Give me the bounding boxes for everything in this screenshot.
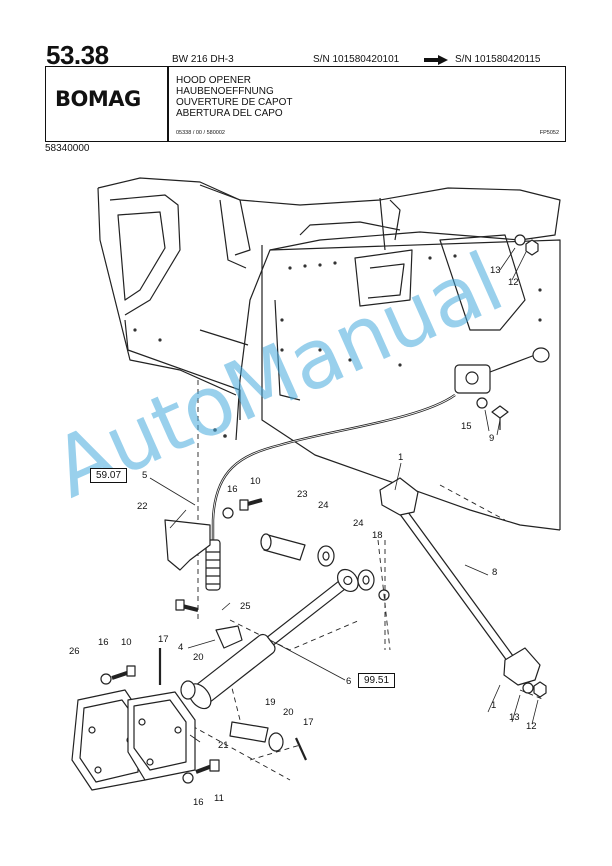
callout-label: 11 — [214, 793, 224, 804]
callout-label: 12 — [526, 721, 537, 732]
callout-label: 20 — [283, 707, 294, 718]
title-block-divider — [167, 67, 169, 141]
title-en: HOOD OPENER — [176, 75, 252, 86]
bracket-22 — [164, 519, 211, 571]
title-es: ABERTURA DEL CAPO — [176, 108, 283, 119]
callout-label: 17 — [158, 634, 169, 645]
drawing-reference: 05338 / 00 / 580002 — [176, 130, 225, 136]
page-number: 53.38 — [46, 40, 109, 70]
cable-fitting — [205, 539, 221, 591]
bolt-10a — [239, 498, 263, 511]
washer-20b — [268, 732, 284, 752]
bolt-10b — [111, 665, 136, 680]
clip-4 — [215, 625, 243, 649]
mounting-plate-21 — [127, 691, 196, 781]
callout-label: 13 — [509, 712, 520, 723]
washer-15 — [476, 397, 488, 409]
pin-19 — [229, 721, 269, 743]
callout-label: 4 — [178, 642, 184, 653]
nut-12a — [525, 239, 539, 256]
callout-label: 18 — [372, 530, 383, 541]
serial-from: S/N 101580420101 — [313, 54, 400, 65]
support-rod-8 — [379, 477, 541, 686]
callout-label: 13 — [490, 265, 501, 276]
callout-label: 16 — [98, 637, 109, 648]
reference-box-99-51[interactable]: 99.51 — [358, 673, 396, 688]
bolt-9 — [491, 405, 509, 430]
callout-label: 17 — [303, 717, 314, 728]
callout-label: 21 — [218, 740, 229, 751]
model-label: BW 216 DH-3 — [172, 54, 234, 65]
callout-label: 10 — [121, 637, 132, 648]
callout-label: 6 — [346, 676, 352, 687]
bolt-11 — [195, 759, 220, 774]
title-block: BOMAG HOOD OPENER HAUBENOEFFNUNG OUVERTU… — [45, 66, 566, 142]
machine-frame — [97, 177, 561, 531]
nut-12b — [533, 681, 547, 698]
part-number: 58340000 — [45, 143, 90, 154]
callout-label: 1 — [491, 700, 497, 711]
brand-logo: BOMAG — [55, 87, 141, 111]
callout-label: 24 — [318, 500, 329, 511]
callout-label: 22 — [137, 501, 148, 512]
callout-label: 5 — [142, 470, 148, 481]
washer-20a — [180, 680, 196, 700]
pin-23 — [260, 533, 306, 561]
washer-24b — [357, 569, 375, 591]
callout-label: 9 — [489, 433, 495, 444]
pull-handle — [454, 347, 550, 394]
release-cable — [211, 394, 456, 540]
callout-label: 10 — [250, 476, 261, 487]
callout-label: 16 — [193, 797, 204, 808]
washer-13b — [522, 682, 534, 694]
washer-24a — [317, 545, 335, 567]
sheet-code: FP5052 — [539, 130, 559, 136]
callout-label: 26 — [69, 646, 80, 657]
callout-label: 19 — [265, 697, 276, 708]
washer-16b — [100, 673, 112, 685]
leader-lines — [149, 247, 539, 743]
callout-label: 20 — [193, 652, 204, 663]
callout-label: 15 — [461, 421, 472, 432]
serial-to: S/N 101580420115 — [455, 54, 541, 65]
title-de: HAUBENOEFFNUNG — [176, 86, 274, 97]
callout-label: 25 — [240, 601, 251, 612]
callout-label: 8 — [492, 567, 498, 578]
cotter-pin-17b — [294, 737, 308, 761]
callout-label: 12 — [508, 277, 519, 288]
reference-box-59-07[interactable]: 59.07 — [90, 468, 128, 483]
callout-label: 1 — [398, 452, 404, 463]
arrow-right-icon — [424, 55, 448, 65]
circlip-18 — [378, 589, 390, 601]
bolt-25 — [175, 599, 199, 612]
washer-16c — [182, 772, 194, 784]
callout-label: 16 — [227, 484, 238, 495]
callout-label: 24 — [353, 518, 364, 529]
title-fr: OUVERTURE DE CAPOT — [176, 97, 293, 108]
washer-13a — [514, 234, 526, 246]
callout-label: 23 — [297, 489, 308, 500]
washer-16a — [222, 507, 234, 519]
